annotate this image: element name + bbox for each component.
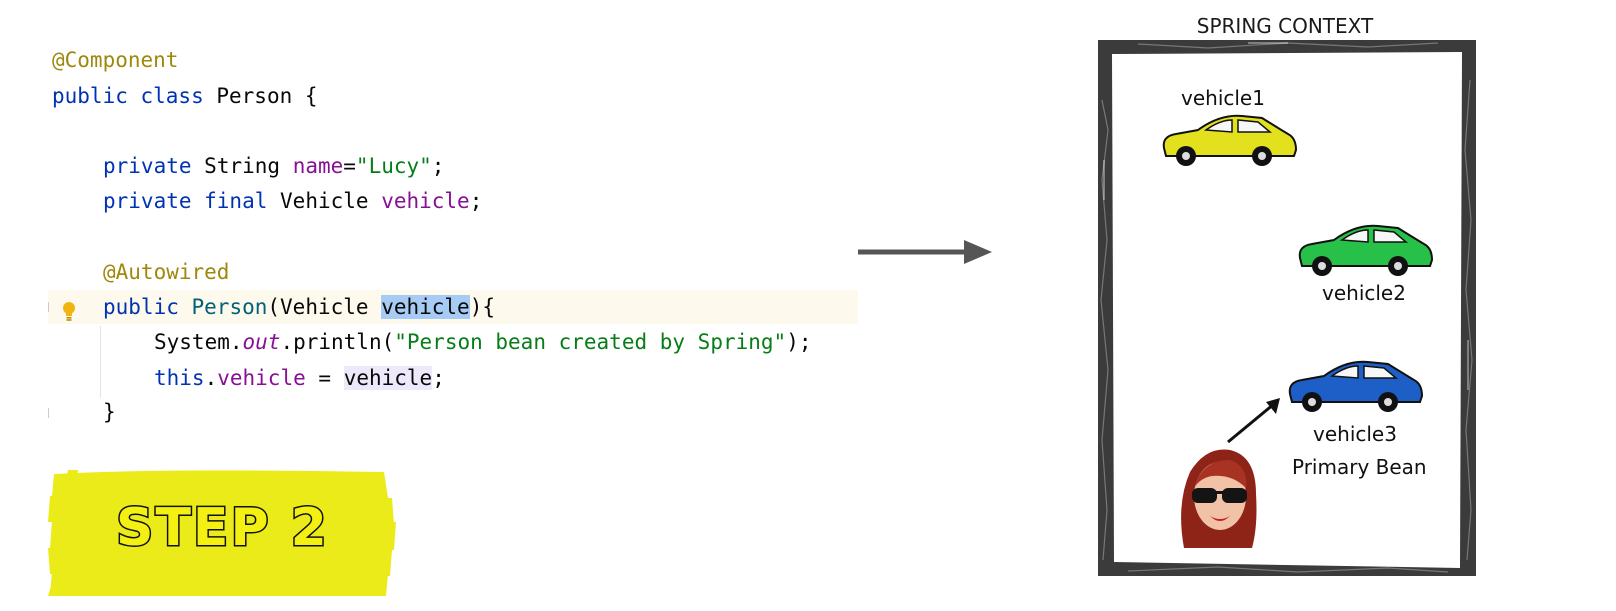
code-line-1: @Component xyxy=(52,43,912,77)
code-line-9: System.out.println("Person bean created … xyxy=(154,325,1014,359)
field2-type: Vehicle xyxy=(280,189,369,213)
car-icon xyxy=(1298,224,1434,276)
constructor-modifier: public xyxy=(103,295,179,319)
indent-guide xyxy=(100,326,101,398)
println-receiver: System. xyxy=(154,330,243,354)
code-line-10: this.vehicle = vehicle; xyxy=(154,361,1014,395)
assign-dot: . xyxy=(204,366,218,390)
class-name: Person xyxy=(216,84,293,108)
println-field: out xyxy=(242,330,281,354)
constructor-open: ( xyxy=(267,295,281,319)
class-keywords: public class xyxy=(52,84,204,108)
pointer-arrow-icon xyxy=(1227,398,1280,444)
open-brace: { xyxy=(292,84,318,108)
bean-label-vehicle2: vehicle2 xyxy=(1322,281,1406,305)
assign-end: ; xyxy=(432,366,445,390)
field1-modifiers: private xyxy=(103,154,192,178)
field1-end: ; xyxy=(431,154,445,178)
constructor-param-type: Vehicle xyxy=(280,295,369,319)
assign-eq: = xyxy=(305,366,344,390)
constructor-name: Person xyxy=(191,295,268,319)
println-end: ); xyxy=(786,330,812,354)
field1-value: "Lucy" xyxy=(355,154,432,178)
step-highlight xyxy=(48,470,396,596)
assign-field: vehicle xyxy=(217,366,306,390)
field1-name: name xyxy=(292,154,344,178)
code-line-7: @Autowired xyxy=(103,255,963,289)
field1-type: String xyxy=(204,154,281,178)
woman-avatar-icon xyxy=(1181,449,1257,548)
car-icon xyxy=(1288,360,1424,412)
code-line-2: public class Person { xyxy=(52,79,912,113)
step-label: STEP 2 xyxy=(115,497,329,560)
field2-end: ; xyxy=(469,189,483,213)
code-line-11: } xyxy=(103,395,963,429)
fold-marker xyxy=(48,408,49,418)
println-call: .println( xyxy=(280,330,395,354)
component-annotation: @Component xyxy=(52,48,179,72)
assign-value: vehicle xyxy=(343,366,433,390)
spring-context-frame xyxy=(1098,40,1476,576)
code-line-4: private String name="Lucy"; xyxy=(103,149,963,183)
code-line-5: private final Vehicle vehicle; xyxy=(103,184,963,218)
bulb-icon[interactable] xyxy=(62,301,76,321)
field1-eq: = xyxy=(343,154,356,178)
right-arrow-icon xyxy=(858,240,992,264)
car-icon xyxy=(1162,114,1298,166)
context-title: SPRING CONTEXT xyxy=(1196,14,1374,38)
primary-bean-label: Primary Bean xyxy=(1292,455,1427,479)
constructor-close: ){ xyxy=(469,295,496,319)
autowired-annotation: @Autowired xyxy=(103,260,230,284)
constructor-param-name[interactable]: vehicle xyxy=(381,295,470,319)
bean-label-vehicle1: vehicle1 xyxy=(1181,86,1265,110)
println-arg: "Person bean created by Spring" xyxy=(394,330,787,354)
code-line-8: public Person(Vehicle vehicle){ xyxy=(48,290,858,324)
field2-modifiers: private final xyxy=(103,189,268,213)
bean-label-vehicle3: vehicle3 xyxy=(1313,422,1397,446)
this-keyword: this xyxy=(154,366,205,390)
field2-name: vehicle xyxy=(381,189,470,213)
code-editor: @Component public class Person { private… xyxy=(0,0,860,460)
fold-marker xyxy=(48,302,49,312)
close-brace: } xyxy=(103,400,116,424)
